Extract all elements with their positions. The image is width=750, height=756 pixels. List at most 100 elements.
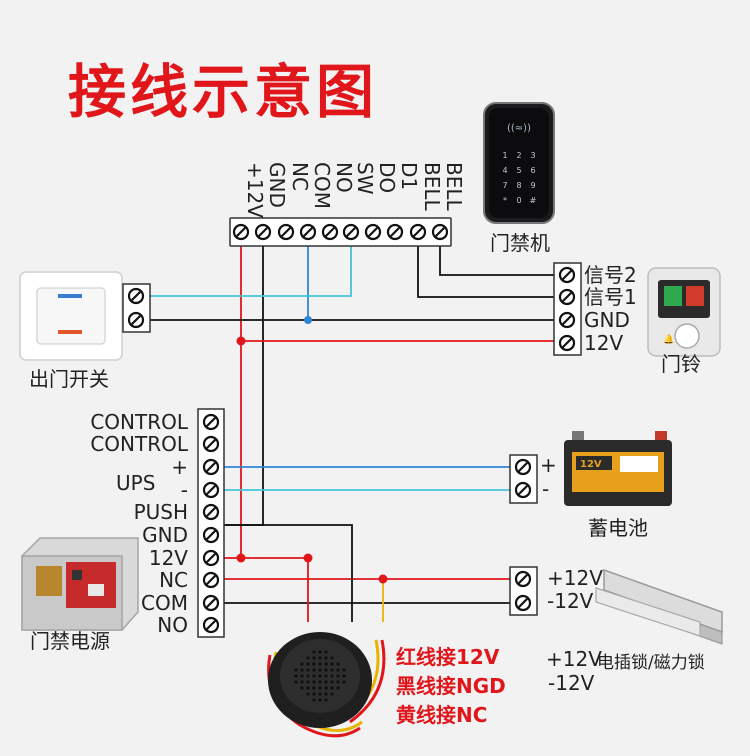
battery-minus-label: - [542, 477, 549, 501]
lock-terminal-screw [514, 594, 532, 612]
reader-terminal-label: BELL [442, 162, 466, 212]
magnetic-lock-device[interactable] [595, 568, 723, 645]
power-supply-terminal-label: PUSH [134, 500, 188, 524]
buzzer-device[interactable] [267, 632, 386, 738]
wire-bell-sig1 [417, 233, 556, 298]
power-supply-name: 门禁电源 [30, 629, 110, 653]
reader-terminal-screw [431, 223, 449, 241]
doorbell-terminal-screw [558, 266, 576, 284]
lock-terminal-block [509, 566, 538, 616]
reader-terminal-label: SW [353, 162, 377, 195]
power-supply-terminal-screw [202, 435, 220, 453]
power-supply-terminal-screw [202, 481, 220, 499]
lock-plus-label: +12V [547, 566, 603, 590]
reader-terminal-screw [409, 223, 427, 241]
power-supply-terminal-label: - [181, 478, 188, 502]
power-supply-device[interactable] [21, 537, 139, 631]
legend-red: 红线接12V [396, 645, 500, 669]
power-supply-terminal-label: CONTROL [90, 410, 189, 434]
reader-terminal-label: NC [288, 162, 312, 191]
power-supply-terminal-screw [202, 616, 220, 634]
svg-text:6: 6 [530, 166, 535, 175]
reader-terminal-screw [342, 223, 360, 241]
battery-terminal-screw [514, 458, 532, 476]
wire-bell-sig2 [439, 233, 556, 276]
battery-device[interactable]: 12V [564, 431, 672, 506]
reader-terminal-screw [299, 223, 317, 241]
power-supply-terminal-label: COM [141, 591, 188, 615]
svg-text:0: 0 [516, 196, 521, 205]
svg-text:*: * [503, 196, 507, 205]
reader-terminal-screw [254, 223, 272, 241]
svg-text:8: 8 [516, 181, 521, 190]
reader-terminal-label: BELL [420, 162, 444, 212]
svg-text:7: 7 [502, 181, 507, 190]
power-supply-terminal-label: NC [159, 568, 188, 592]
svg-text:1: 1 [502, 151, 507, 160]
power-supply-terminal-screw [202, 549, 220, 567]
reader-terminal-label: NO [332, 162, 356, 193]
reader-terminal-label: COM [310, 162, 334, 209]
battery-name: 蓄电池 [588, 516, 648, 540]
power-supply-terminal-screw [202, 571, 220, 589]
doorbell-terminal-screw [558, 311, 576, 329]
reader-terminal-screw [321, 223, 339, 241]
exit-button-terminal-screw [127, 311, 145, 329]
svg-text:((≈)): ((≈)) [507, 123, 531, 134]
exit-button-terminal-screw [127, 287, 145, 305]
doorbell-terminal-label: 12V [584, 331, 623, 355]
reader-terminal-screw [277, 223, 295, 241]
svg-text:#: # [530, 196, 537, 205]
svg-text:2: 2 [516, 151, 521, 160]
power-supply-terminal-label: + [171, 455, 188, 479]
doorbell-name: 门铃 [661, 352, 701, 376]
exit-button-name: 出门开关 [29, 367, 109, 391]
battery-badge: 12V [580, 459, 602, 470]
reader-terminal-label: GND [265, 162, 289, 208]
wire-sw-exit [146, 233, 352, 297]
reader-name: 门禁机 [490, 231, 550, 255]
exit-button-device[interactable] [19, 271, 123, 361]
power-supply-terminal-label: 12V [149, 546, 188, 570]
svg-text:3: 3 [530, 151, 535, 160]
reader-terminal-screw [232, 223, 250, 241]
power-supply-terminal-screw [202, 594, 220, 612]
exit-button-terminal-block [122, 283, 151, 333]
battery-plus-label: + [540, 453, 557, 477]
lock-name: 电插锁/磁力锁 [597, 653, 705, 673]
wire-buzzer-black [210, 524, 353, 622]
reader-terminal-screw [364, 223, 382, 241]
doorbell-terminal-screw [558, 288, 576, 306]
svg-text:🔔: 🔔 [663, 334, 674, 345]
power-supply-terminal-label: GND [142, 523, 188, 547]
battery-terminal-screw [514, 481, 532, 499]
power-supply-terminal-screw [202, 526, 220, 544]
doorbell-terminal-label: GND [584, 308, 630, 332]
ups-label: UPS [116, 471, 155, 495]
reader-terminal-label: DO [375, 162, 399, 193]
reader-terminal-screw [386, 223, 404, 241]
legend-black: 黑线接NGD [396, 674, 506, 698]
power-supply-terminal-screw [202, 413, 220, 431]
power-supply-terminal-label: CONTROL [90, 432, 189, 456]
doorbell-device[interactable]: 🔔 [647, 267, 721, 357]
power-supply-terminal-screw [202, 503, 220, 521]
svg-text:5: 5 [516, 166, 521, 175]
junction-dots [236, 316, 388, 584]
reader-terminal-label: D1 [397, 162, 421, 190]
lock-caption-plus: +12V [546, 647, 602, 671]
doorbell-terminal-label: 信号1 [584, 285, 637, 309]
svg-text:4: 4 [502, 166, 507, 175]
doorbell-terminal-label: 信号2 [584, 263, 637, 287]
power-supply-terminal-screw [202, 458, 220, 476]
lock-minus-label: -12V [547, 589, 594, 613]
legend-yellow: 黄线接NC [396, 703, 487, 727]
power-supply-terminal-label: NO [157, 613, 188, 637]
battery-terminal-block [509, 454, 538, 504]
lock-terminal-screw [514, 570, 532, 588]
lock-caption-minus: -12V [548, 671, 595, 695]
